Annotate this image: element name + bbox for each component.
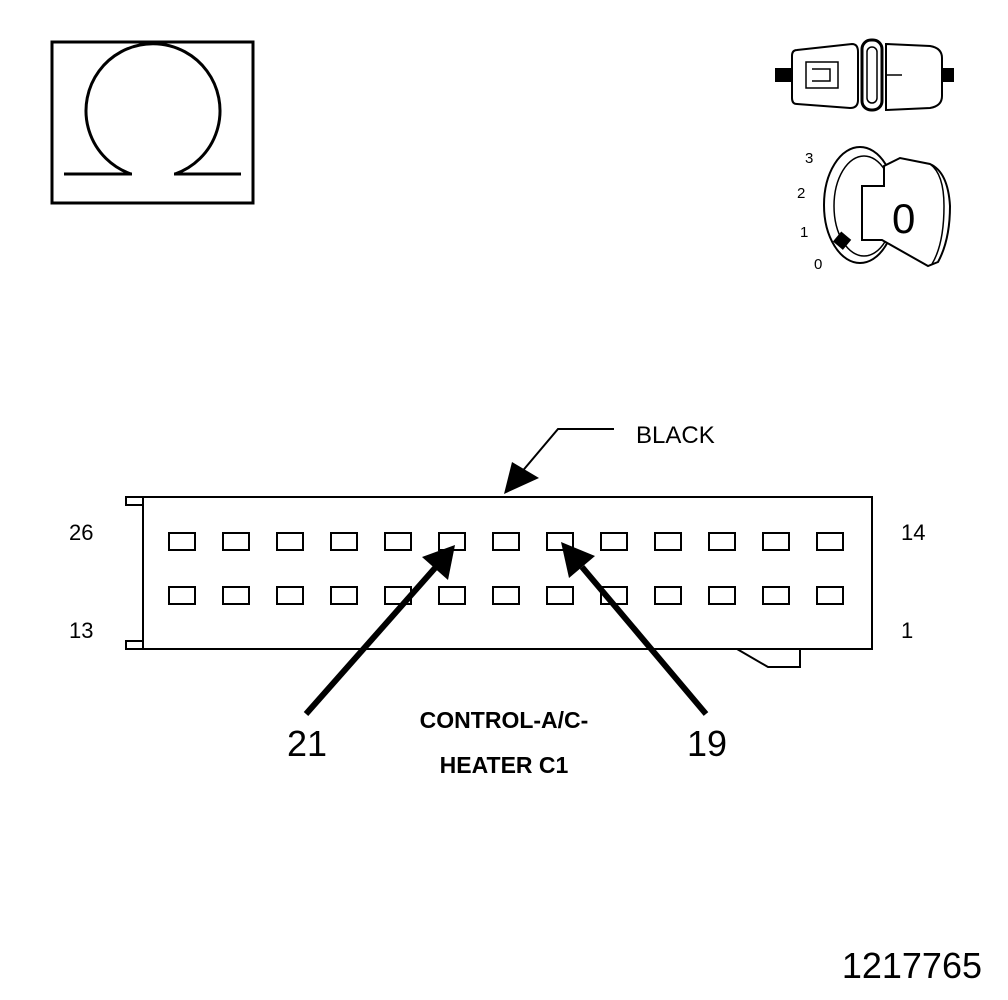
key-position-1: 1 [800, 224, 808, 241]
pin-label-14: 14 [901, 520, 925, 545]
callout-arrow-21 [303, 545, 455, 716]
key-position-2: 2 [797, 185, 805, 202]
pin-cavity-20 [492, 532, 520, 551]
omega-icon [50, 40, 255, 205]
key-position-0: 0 [814, 256, 822, 273]
pin-cavity-10 [330, 586, 358, 605]
pin-cavity-24 [276, 532, 304, 551]
pin-cavities [168, 532, 844, 605]
ignition-key-icon: 3 2 1 0 0 [797, 146, 952, 273]
figure-id: 1217765 [842, 945, 982, 986]
pin-label-13: 13 [69, 618, 93, 643]
pin-cavity-18 [600, 532, 628, 551]
pin-cavity-22 [384, 532, 412, 551]
pin-cavity-6 [546, 586, 574, 605]
pin-cavity-1 [816, 586, 844, 605]
pin-cavity-17 [654, 532, 682, 551]
connector-name-line2: HEATER C1 [440, 752, 569, 778]
callout-arrow-19 [561, 542, 709, 716]
color-leader [504, 428, 614, 494]
pin-cavity-4 [654, 586, 682, 605]
pin-cavity-11 [276, 586, 304, 605]
pin-cavity-12 [222, 586, 250, 605]
connector-color-label: BLACK [636, 422, 715, 449]
connector-name-line1: CONTROL-A/C- [420, 707, 589, 733]
pin-cavity-23 [330, 532, 358, 551]
pin-cavity-7 [492, 586, 520, 605]
callout-19: 19 [687, 723, 727, 764]
connector-disconnected-icon [775, 38, 954, 112]
callout-21: 21 [287, 723, 327, 764]
pin-label-1: 1 [901, 618, 913, 643]
pin-cavity-8 [438, 586, 466, 605]
pin-label-26: 26 [69, 520, 93, 545]
pin-cavity-26 [168, 532, 196, 551]
pin-cavity-14 [816, 532, 844, 551]
pin-cavity-16 [708, 532, 736, 551]
key-label: 0 [892, 195, 915, 242]
pin-cavity-13 [168, 586, 196, 605]
pin-cavity-2 [762, 586, 790, 605]
key-position-3: 3 [805, 150, 813, 167]
pin-cavity-15 [762, 532, 790, 551]
pin-cavity-25 [222, 532, 250, 551]
pin-cavity-3 [708, 586, 736, 605]
connector-body [125, 496, 873, 668]
